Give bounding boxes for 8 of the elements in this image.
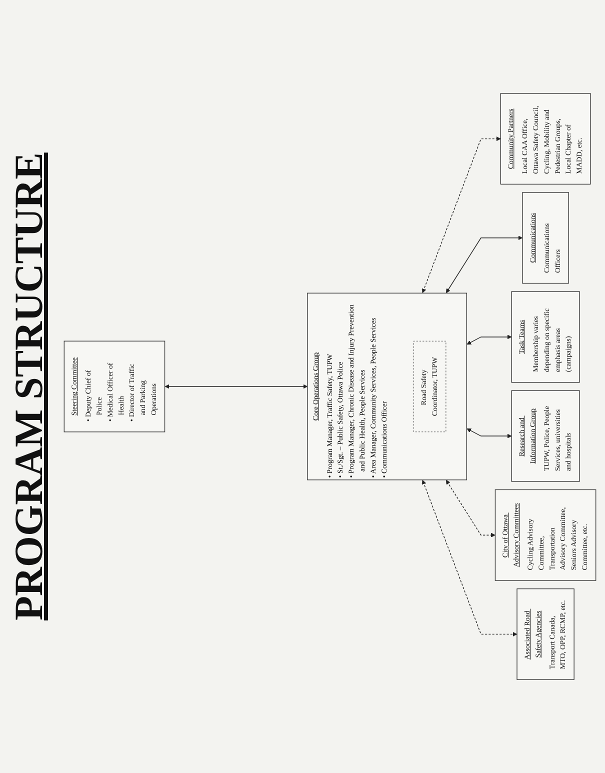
arrow xyxy=(446,236,523,294)
arrow xyxy=(446,480,496,538)
page-title: PROGRAM STRUCTURE xyxy=(6,152,52,620)
arrow xyxy=(422,480,518,636)
arrow xyxy=(466,334,512,345)
arrow xyxy=(466,428,512,438)
arrow xyxy=(422,136,501,294)
arrow xyxy=(164,384,308,389)
